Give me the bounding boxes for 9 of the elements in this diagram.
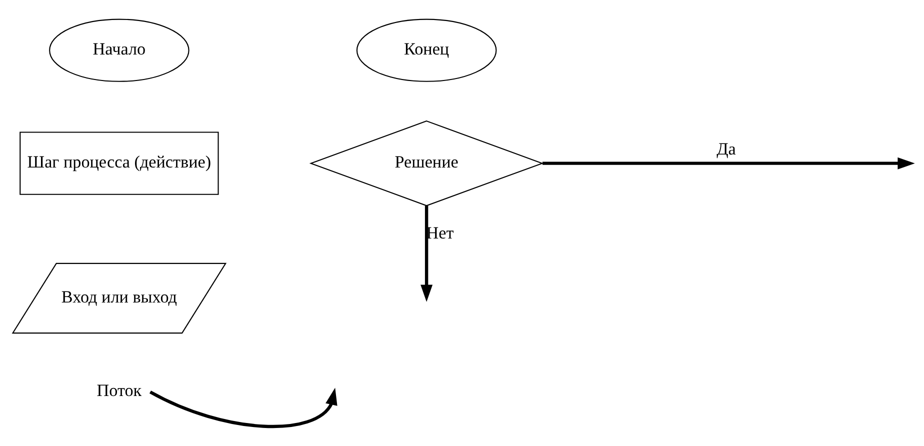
node-diamond: Решение xyxy=(309,120,544,206)
node-box: Шаг процесса (действие) xyxy=(20,132,219,195)
arrow xyxy=(542,157,915,170)
node-ellipse: Конец xyxy=(356,18,497,82)
edge-label: Нет xyxy=(426,224,454,243)
edge-label: Да xyxy=(716,140,736,159)
arrow xyxy=(420,206,433,302)
node-ellipse: Начало xyxy=(49,18,190,82)
node-text: Поток xyxy=(96,381,142,400)
